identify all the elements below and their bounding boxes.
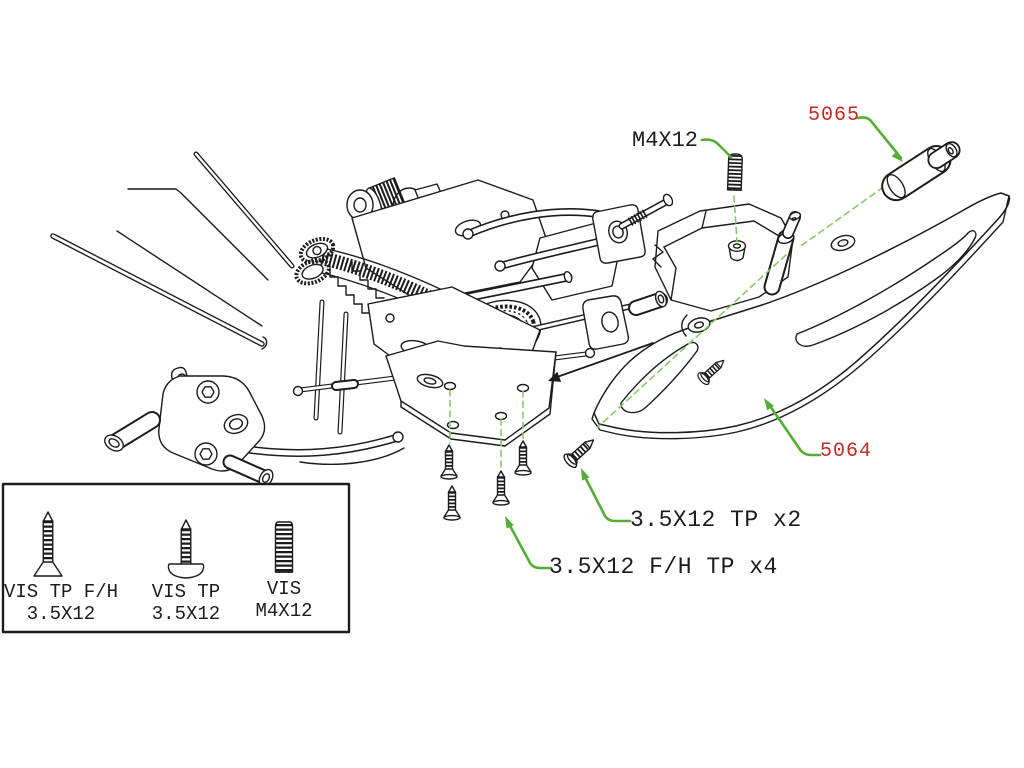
leader-lines [505,116,903,570]
chassis-plate [385,340,557,447]
set-screw-icon [274,521,294,573]
chassis-rods [50,151,295,350]
body-post-part-5065 [881,141,961,202]
tp-screw-free [563,439,595,469]
assembly-direction-arrow [548,342,654,382]
part-number-5064: 5064 [820,440,873,463]
part-number-5065: 5065 [808,104,861,127]
set-screw-m4x12 [726,153,743,191]
alignment-dashed-lines [449,180,893,469]
callout-fh-screws: 3.5X12 F/H TP x4 [549,554,778,580]
legend-box [1,482,351,634]
fh-screw-4 [514,440,532,476]
legend-item-3-name: VIS [266,578,302,600]
callout-tp-screws: 3.5X12 TP x2 [630,507,802,533]
legend-item-1-name: VIS TP F/H [3,581,119,603]
legend-item-3-size: M4X12 [255,600,313,622]
pan-head-tapping-screw-icon [167,519,205,579]
tp-screw-in-bumper [697,359,725,386]
flat-head-tapping-screw-icon [33,511,63,577]
legend-item-2-size: 3.5X12 [151,603,221,625]
legend-item-2-name: VIS TP [151,581,221,603]
callout-set-screw: M4X12 [632,128,699,153]
fh-screw-1 [440,444,458,480]
legend-item-1-size: 3.5X12 [26,603,96,625]
fh-screw-3 [492,470,510,506]
fh-screw-2 [443,485,461,521]
rear-bumper-part-5064 [591,192,1011,440]
main-assembly-drawing [104,177,674,488]
